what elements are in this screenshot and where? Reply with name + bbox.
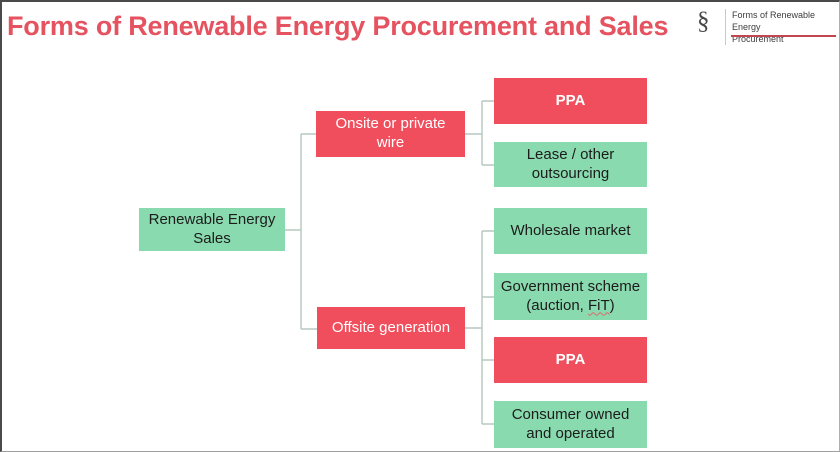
gov-fit-term: FiT xyxy=(588,296,610,314)
node-ppa-offsite: PPA xyxy=(494,337,647,383)
node-renewable-energy-sales: Renewable Energy Sales xyxy=(139,208,285,251)
node-lease-other-outsourcing: Lease / other outsourcing xyxy=(494,142,647,187)
brand-logo: § Forms of Renewable Energy Procurement xyxy=(697,8,837,45)
brand-logo-line1: Forms of Renewable Energy xyxy=(732,10,816,32)
connector-offsite-to-children xyxy=(465,230,494,425)
connector-onsite-to-children xyxy=(465,100,494,166)
gov-line1: Government scheme xyxy=(500,277,641,295)
node-wholesale-market: Wholesale market xyxy=(494,208,647,254)
brand-underline xyxy=(731,35,836,37)
node-ppa-onsite: PPA xyxy=(494,78,647,124)
gov-line2-post: ) xyxy=(609,296,615,314)
section-sign-icon: § xyxy=(697,8,710,35)
node-government-scheme: Government scheme (auction, FiT) xyxy=(494,273,647,320)
node-offsite-generation: Offsite generation xyxy=(317,307,465,349)
government-scheme-label: Government scheme (auction, FiT) xyxy=(501,278,640,316)
slide-title: Forms of Renewable Energy Procurement an… xyxy=(7,11,669,41)
node-consumer-owned-operated: Consumer owned and operated xyxy=(494,401,647,448)
node-onsite-or-private-wire: Onsite or private wire xyxy=(316,111,465,157)
gov-line2-pre: (auction, xyxy=(526,296,588,314)
brand-logo-line2: Procurement xyxy=(732,34,784,44)
connector-root-to-branches xyxy=(285,133,317,330)
brand-logo-text: Forms of Renewable Energy Procurement xyxy=(725,9,839,45)
